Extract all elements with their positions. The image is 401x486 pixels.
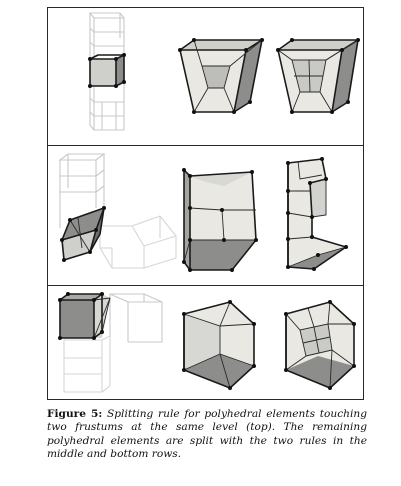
figure-frame [47,7,364,400]
bottom-context-panel [58,292,163,393]
bottom-cube-panel [182,300,256,390]
caption-text: Splitting rule for polyhedral elements t… [47,408,367,461]
bottom-cube-split-panel [284,300,356,390]
top-frustum-panel [178,38,264,114]
figure-caption: Figure 5: Splitting rule for polyhedral … [47,408,367,462]
middle-polyhedron-panel [182,168,258,272]
top-context-panel [88,12,126,131]
row-divider-top [48,145,363,146]
top-frustum-split-panel [276,38,360,114]
middle-context-panel [58,153,177,269]
caption-label: Figure 5: [47,408,103,420]
middle-polyhedron-split-panel [286,157,348,271]
row-divider-bottom [48,285,363,286]
